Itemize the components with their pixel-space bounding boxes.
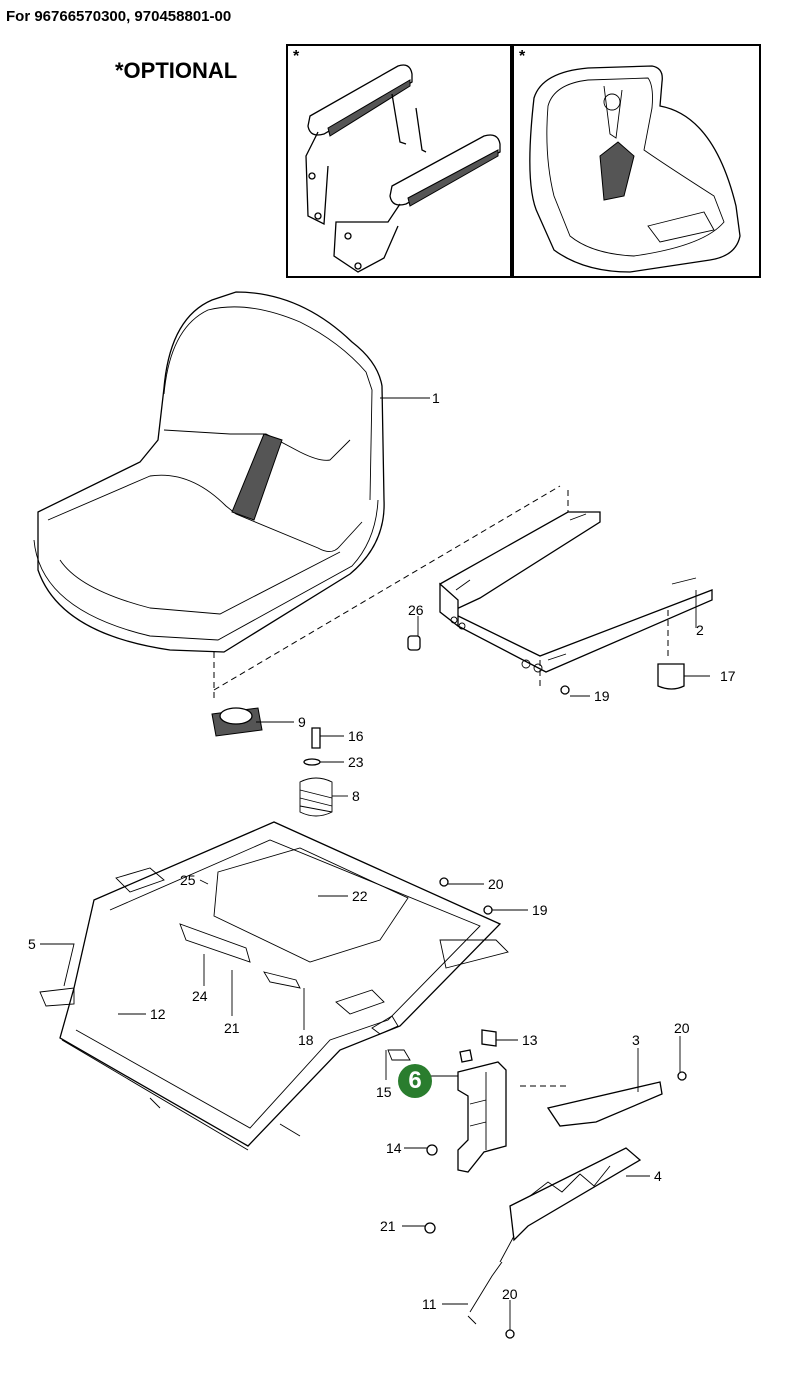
alternative-seat-illustration xyxy=(529,65,741,273)
right-armrest-pad xyxy=(333,134,501,273)
optional-label: *OPTIONAL xyxy=(115,58,238,83)
callout-13: 13 xyxy=(522,1032,538,1048)
callout-19-mid: 19 xyxy=(532,902,548,918)
callout-15: 15 xyxy=(376,1084,392,1100)
callout-1: 1 xyxy=(432,390,440,406)
seat-pan-frame xyxy=(39,821,509,1151)
highlighted-part-badge: 6 xyxy=(398,1064,432,1098)
optional-armrest-box: * xyxy=(286,44,512,278)
callout-4: 4 xyxy=(654,1168,662,1184)
callout-11: 11 xyxy=(422,1296,437,1312)
left-armrest-pad xyxy=(305,64,413,226)
callout-23: 23 xyxy=(348,754,364,770)
callout-2: 2 xyxy=(696,622,704,638)
seat-illustration xyxy=(33,291,385,653)
callout-21-bottom: 21 xyxy=(380,1218,396,1234)
callout-12: 12 xyxy=(150,1006,166,1022)
callout-20-mid: 20 xyxy=(488,876,504,892)
callout-19-top: 19 xyxy=(594,688,610,704)
callout-16: 16 xyxy=(348,728,364,744)
callout-5: 5 xyxy=(28,936,36,952)
callout-24: 24 xyxy=(192,988,208,1004)
mounting-plate xyxy=(387,1029,507,1173)
callout-20-right: 20 xyxy=(674,1020,690,1036)
callout-leaders xyxy=(40,397,710,1330)
optional-seat-box: * xyxy=(512,44,761,278)
callout-8: 8 xyxy=(352,788,360,804)
callout-25: 25 xyxy=(180,872,196,888)
allen-keys xyxy=(391,93,427,153)
callout-14: 14 xyxy=(386,1140,402,1156)
optional-seat-marker: * xyxy=(519,48,526,65)
callout-9: 9 xyxy=(298,714,306,730)
callout-20-bottom: 20 xyxy=(502,1286,518,1302)
callout-17: 17 xyxy=(720,668,736,684)
callout-18: 18 xyxy=(298,1032,314,1048)
callout-21-left: 21 xyxy=(224,1020,240,1036)
callout-26: 26 xyxy=(408,602,424,618)
page-title: For 96766570300, 970458801-00 xyxy=(6,8,232,25)
armrest-kit-illustration xyxy=(305,64,501,273)
callout-22: 22 xyxy=(352,888,368,904)
optional-armrest-marker: * xyxy=(293,48,300,65)
seat-slide-bracket xyxy=(439,490,713,690)
callout-3: 3 xyxy=(632,1032,640,1048)
adjuster-rail xyxy=(467,1081,663,1325)
